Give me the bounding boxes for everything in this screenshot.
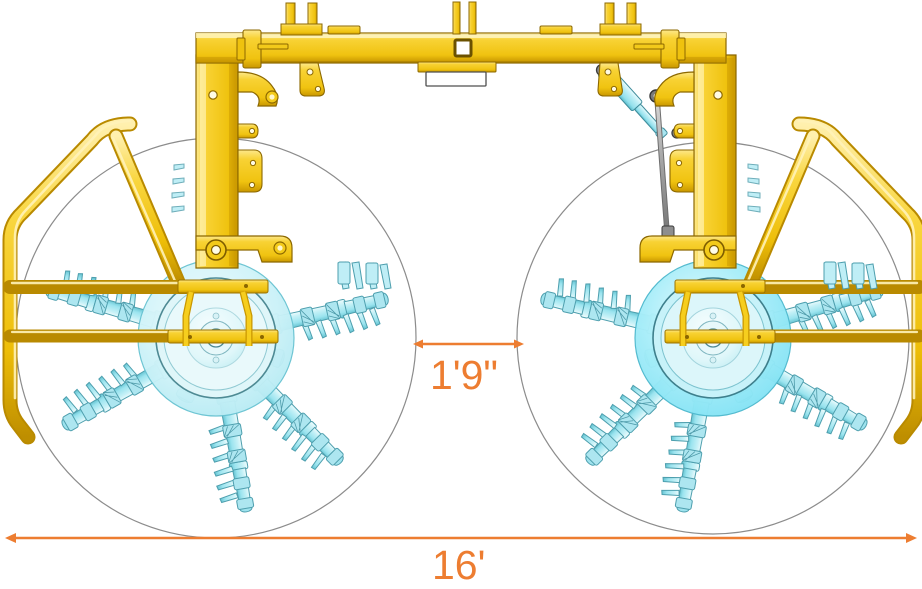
- main-toolbar: [195, 1, 727, 97]
- hitch-mount-left: [280, 2, 323, 36]
- dimension-label-rotor-gap: 1'9": [430, 352, 498, 398]
- hitch-mount-center: [452, 1, 477, 35]
- beam-center-port: [453, 38, 473, 58]
- dimension-overall-width: [5, 533, 917, 543]
- dimension-rotor-gap: [413, 339, 524, 349]
- dimension-label-overall-width: 16': [432, 542, 486, 588]
- left-rotor-links: [167, 279, 279, 346]
- lower-lug-right: [597, 62, 623, 97]
- left-lift-arm: [171, 54, 293, 269]
- hitch-mount-right: [599, 2, 642, 36]
- left-rotor: [43, 259, 395, 517]
- right-guard-rail: [726, 116, 922, 445]
- left-guard-rail: [2, 116, 203, 445]
- tine-finger-cluster-right: [823, 261, 878, 290]
- right-rotor-links: [664, 279, 776, 346]
- right-rotor: [538, 259, 891, 515]
- lower-lug-left: [299, 62, 325, 97]
- right-lift-arm: [639, 54, 761, 269]
- tine-finger-cluster-left: [337, 261, 392, 290]
